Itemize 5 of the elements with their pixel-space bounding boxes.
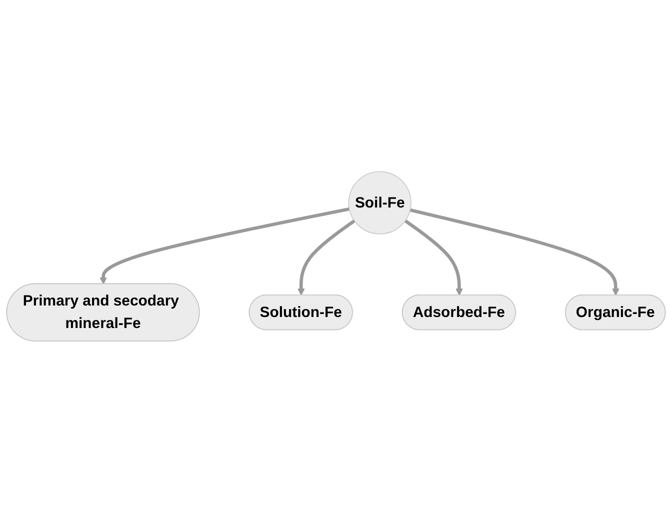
arrow [298, 220, 356, 296]
arrow [100, 208, 350, 285]
arrow [404, 220, 463, 296]
arrow [410, 208, 620, 296]
node-circle: Soil-Fe [348, 171, 412, 235]
